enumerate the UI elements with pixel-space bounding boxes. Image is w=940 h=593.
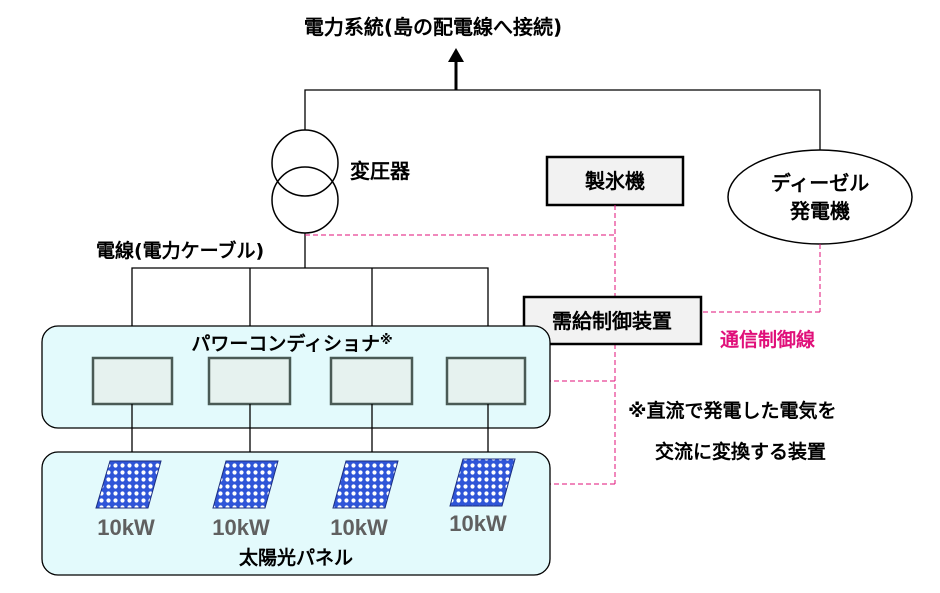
cable-label: 電線(電力ケーブル) xyxy=(96,239,264,262)
controller-label: 需給制御装置 xyxy=(552,309,672,333)
transformer-icon xyxy=(271,129,339,234)
panel-capacity-label: 10kW xyxy=(330,515,388,540)
grid-title: 電力系統(島の配電線へ接続) xyxy=(304,15,562,39)
solar-panel-icon xyxy=(332,460,399,509)
pcs-unit xyxy=(91,356,174,406)
controller-box xyxy=(522,295,703,346)
pcs-note-mark: ※ xyxy=(380,333,393,348)
solar-panel-icon xyxy=(95,460,162,509)
transformer-label: 変圧器 xyxy=(350,159,411,183)
diesel-label-line1: ディーゼル xyxy=(771,171,870,195)
comm-line-label: 通信制御線 xyxy=(720,328,815,351)
solar-panel-icon xyxy=(449,458,516,507)
diesel-generator-ellipse xyxy=(727,149,913,245)
note-line1: ※直流で発電した電気を xyxy=(628,399,836,422)
pcs-label: パワーコンディショナ※ xyxy=(191,332,392,355)
pcs-to-panel-lines xyxy=(131,404,489,452)
pcs-units xyxy=(91,356,527,406)
pcs-unit xyxy=(207,356,292,406)
panel-capacity-label: 10kW xyxy=(97,515,155,540)
panel-group-label: 太陽光パネル xyxy=(239,546,353,569)
panel-capacity-label: 10kW xyxy=(212,515,270,540)
solar-panel-icon xyxy=(212,460,279,509)
ice-machine-label: 製氷機 xyxy=(585,169,645,193)
panel-capacity-label: 10kW xyxy=(449,511,507,536)
note-line2: 交流に変換する装置 xyxy=(655,440,826,463)
top-bus-line xyxy=(304,89,821,150)
diesel-label-line2: 発電機 xyxy=(789,199,850,223)
pcs-unit xyxy=(329,356,414,406)
grid-arrow-head xyxy=(448,48,464,62)
pcs-unit xyxy=(445,356,527,406)
ice-machine-box xyxy=(545,155,685,207)
solar-panel-group xyxy=(41,451,551,576)
